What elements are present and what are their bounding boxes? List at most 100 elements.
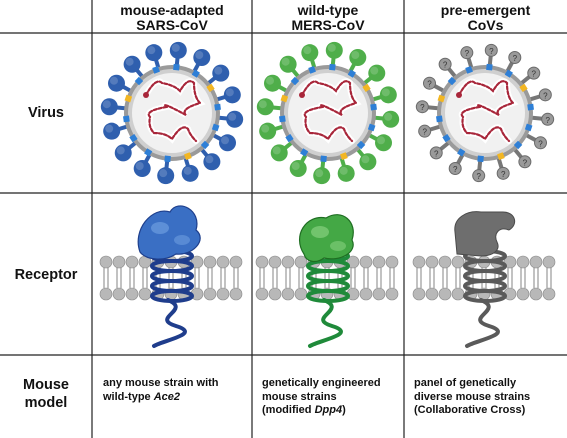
spike-head-unknown <box>415 100 429 114</box>
spike-highlight <box>272 146 281 155</box>
spike-head <box>103 122 121 140</box>
receptor-highlight <box>151 222 169 234</box>
spike-question-mark: ? <box>513 54 518 63</box>
spike-head-unknown <box>448 162 462 176</box>
membrane-protein <box>504 69 513 78</box>
envelope-protein <box>340 152 348 161</box>
lipid-head <box>529 287 543 301</box>
lipid-head <box>99 287 113 301</box>
spike-highlight <box>384 112 393 121</box>
cell-line3: (Collaborative Cross) <box>414 404 526 416</box>
spike-head <box>279 55 297 73</box>
spike-head <box>337 164 355 182</box>
lipid-head <box>281 255 295 269</box>
spike-highlight <box>214 66 223 75</box>
lipid-head <box>216 255 230 269</box>
receptor-panel-0 <box>99 205 243 348</box>
spike-highlight <box>377 136 386 145</box>
spike-head <box>223 86 241 104</box>
membrane-protein <box>486 63 493 71</box>
spike-head-unknown <box>472 169 486 183</box>
spike-head <box>203 153 221 171</box>
membrane-protein <box>367 123 376 132</box>
lipid-head <box>451 255 465 269</box>
spike-head-unknown <box>429 146 443 160</box>
virus-particle-1 <box>256 41 400 185</box>
spike-head <box>157 167 175 185</box>
spike-highlight <box>109 76 118 85</box>
spike-head <box>219 134 237 152</box>
lipid-head <box>255 287 269 301</box>
spike-highlight <box>381 88 390 97</box>
spike-head <box>212 64 230 82</box>
lipid-head <box>112 287 126 301</box>
lipid-head <box>229 255 243 269</box>
membrane-protein <box>214 103 221 111</box>
cell-line2: wild-type Ace2 <box>103 390 181 403</box>
membrane-protein <box>200 140 210 150</box>
spike-head <box>100 98 118 116</box>
spike-highlight <box>225 88 234 97</box>
membrane-protein <box>290 76 300 86</box>
spike-highlight <box>370 66 379 75</box>
spike-head-unknown <box>460 46 474 60</box>
column-header-wild-type-mers: wild-type MERS-CoV <box>252 3 404 33</box>
lipid-head <box>255 255 269 269</box>
spike-head <box>193 48 211 66</box>
membrane-protein <box>285 133 294 143</box>
lipid-head <box>138 287 152 301</box>
spike-head <box>379 86 397 104</box>
membrane-protein <box>442 133 451 143</box>
lipid-head <box>294 287 308 301</box>
cell-line1: genetically engineered <box>262 377 381 389</box>
lipid-head <box>529 255 543 269</box>
lipid-head <box>438 287 452 301</box>
envelope-protein <box>497 152 505 161</box>
spike-highlight <box>291 162 300 171</box>
spike-head-unknown <box>534 136 548 150</box>
spike-question-mark: ? <box>538 139 543 148</box>
spike-head <box>325 41 343 59</box>
rna-genome <box>457 80 516 143</box>
spike-question-mark: ? <box>532 70 537 79</box>
lipid-head <box>112 255 126 269</box>
membrane-protein <box>173 63 180 71</box>
cell-line2: mouse strains <box>262 390 337 403</box>
cell-line2: diverse mouse strains <box>414 390 531 403</box>
lipid-head <box>99 255 113 269</box>
lipid-head <box>216 287 230 301</box>
lipid-head <box>125 255 139 269</box>
mouse-model-pre-emergent: panel of genetically diverse mouse strai… <box>414 377 566 418</box>
rna-cap <box>143 92 149 98</box>
spike-highlight <box>221 136 230 145</box>
membrane-protein <box>477 155 484 163</box>
virus-particle-0 <box>100 41 244 185</box>
lipid-head <box>516 255 530 269</box>
rna-cap <box>456 92 462 98</box>
membrane-protein <box>370 103 377 111</box>
spike-head <box>375 134 393 152</box>
membrane-protein <box>447 76 457 86</box>
lipid-head <box>281 287 295 301</box>
receptor-highlight <box>311 226 329 238</box>
row-header-receptor: Receptor <box>14 267 78 283</box>
spike-question-mark: ? <box>501 170 506 179</box>
lipid-head <box>359 287 373 301</box>
receptor-tail <box>308 298 343 348</box>
spike-highlight <box>228 112 237 121</box>
spike-head <box>107 74 125 92</box>
lipid-head <box>542 255 556 269</box>
lipid-head <box>125 287 139 301</box>
receptor-highlight <box>174 235 190 245</box>
spike-question-mark: ? <box>420 103 425 112</box>
membrane-protein <box>347 69 356 78</box>
column-header-line1: wild-type <box>297 2 359 18</box>
lipid-head <box>425 287 439 301</box>
column-header-line2: MERS-CoV <box>291 17 365 33</box>
spike-head-unknown <box>518 155 532 169</box>
membrane-protein <box>308 65 316 74</box>
lipid-head <box>451 287 465 301</box>
lipid-head <box>294 255 308 269</box>
row-header-line2: model <box>24 395 68 411</box>
spike-head-unknown <box>508 50 522 64</box>
